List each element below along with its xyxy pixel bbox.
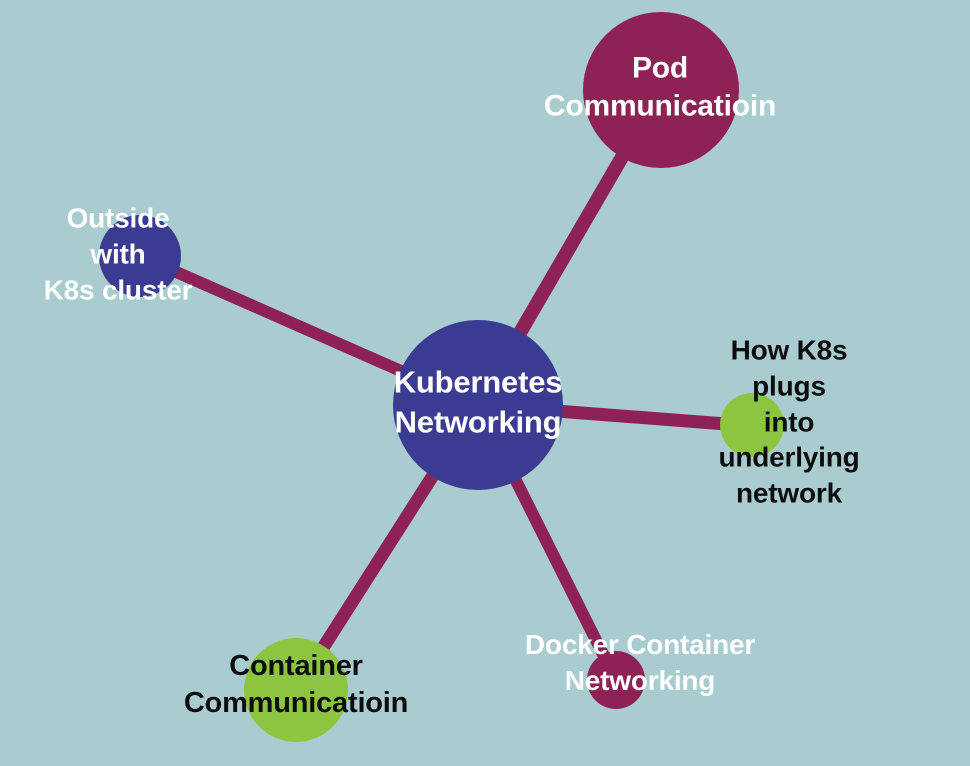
- node-circle-outside[interactable]: [99, 215, 181, 297]
- node-circle-center[interactable]: [393, 320, 563, 490]
- node-circle-docker[interactable]: [587, 651, 645, 709]
- node-circle-container[interactable]: [244, 638, 348, 742]
- node-circle-plugs[interactable]: [720, 393, 784, 457]
- nodes-layer: [99, 12, 784, 742]
- node-circle-pod[interactable]: [583, 12, 739, 168]
